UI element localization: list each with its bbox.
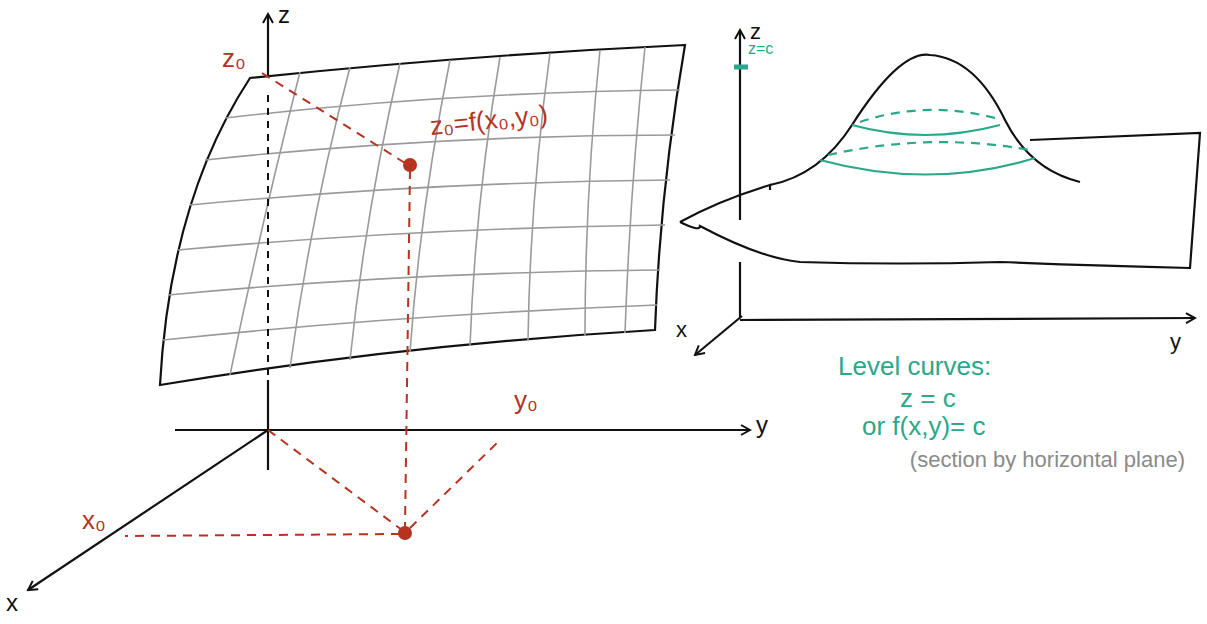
sketch-stroke (585, 50, 600, 336)
sketch-stroke (410, 440, 500, 528)
sketch-stroke (125, 534, 400, 536)
point-label: z₀ (222, 44, 246, 73)
axis-label: x (676, 318, 687, 342)
sketch-stroke (28, 430, 268, 590)
axis-label: z (278, 2, 290, 28)
sketch-stroke (695, 316, 742, 355)
sketch-stroke (410, 60, 450, 352)
level-curves (820, 110, 1035, 175)
sketch-stroke (625, 47, 645, 333)
caption-heading: Level curves: (838, 352, 991, 381)
sketch-stroke (290, 67, 350, 368)
sketch-stroke (740, 318, 1195, 320)
sketch-stroke (470, 57, 500, 346)
hidden-axis (267, 95, 269, 380)
base-point (398, 526, 412, 540)
sketch-stroke (680, 185, 770, 222)
sketch-stroke (262, 73, 405, 163)
surface-point (403, 158, 417, 172)
sketch-stroke (770, 55, 1080, 185)
sketch-stroke (160, 45, 685, 385)
point-projection (125, 73, 500, 536)
sketch-stroke (820, 158, 1035, 175)
point-label: x₀ (82, 506, 106, 535)
bump-surface (680, 55, 1200, 268)
sketch-stroke (175, 429, 750, 431)
axis-label: y (756, 412, 768, 438)
sketch-stroke (739, 262, 741, 318)
level-label: z=c (748, 40, 773, 58)
sketch-stroke (163, 47, 680, 375)
sketch-stroke (267, 380, 269, 470)
sketch-stroke (230, 72, 300, 375)
sketch-stroke (852, 125, 1000, 135)
axis-label: x (6, 590, 18, 616)
caption-equation: z = c (900, 384, 956, 413)
level-tick (734, 65, 748, 70)
left-axes (28, 14, 750, 590)
sketch-stroke (680, 133, 1200, 268)
point-label: y₀ (514, 386, 538, 415)
sketch-stroke (405, 170, 410, 528)
sketch-stroke (828, 142, 1030, 155)
sketch-stroke (163, 305, 657, 340)
sketch-stroke (739, 30, 741, 220)
caption-equation: or f(x,y)= c (862, 412, 986, 441)
sketch-stroke (528, 53, 550, 340)
sketch-stroke (350, 63, 400, 360)
sketch-stroke (190, 180, 670, 205)
sketch-stroke (860, 110, 995, 122)
axis-label: y (1170, 330, 1181, 354)
surface-patch (160, 45, 685, 385)
right-axes (695, 30, 1195, 355)
caption-note: (section by horizontal plane) (905, 448, 1185, 472)
sketch-stroke (268, 430, 402, 530)
